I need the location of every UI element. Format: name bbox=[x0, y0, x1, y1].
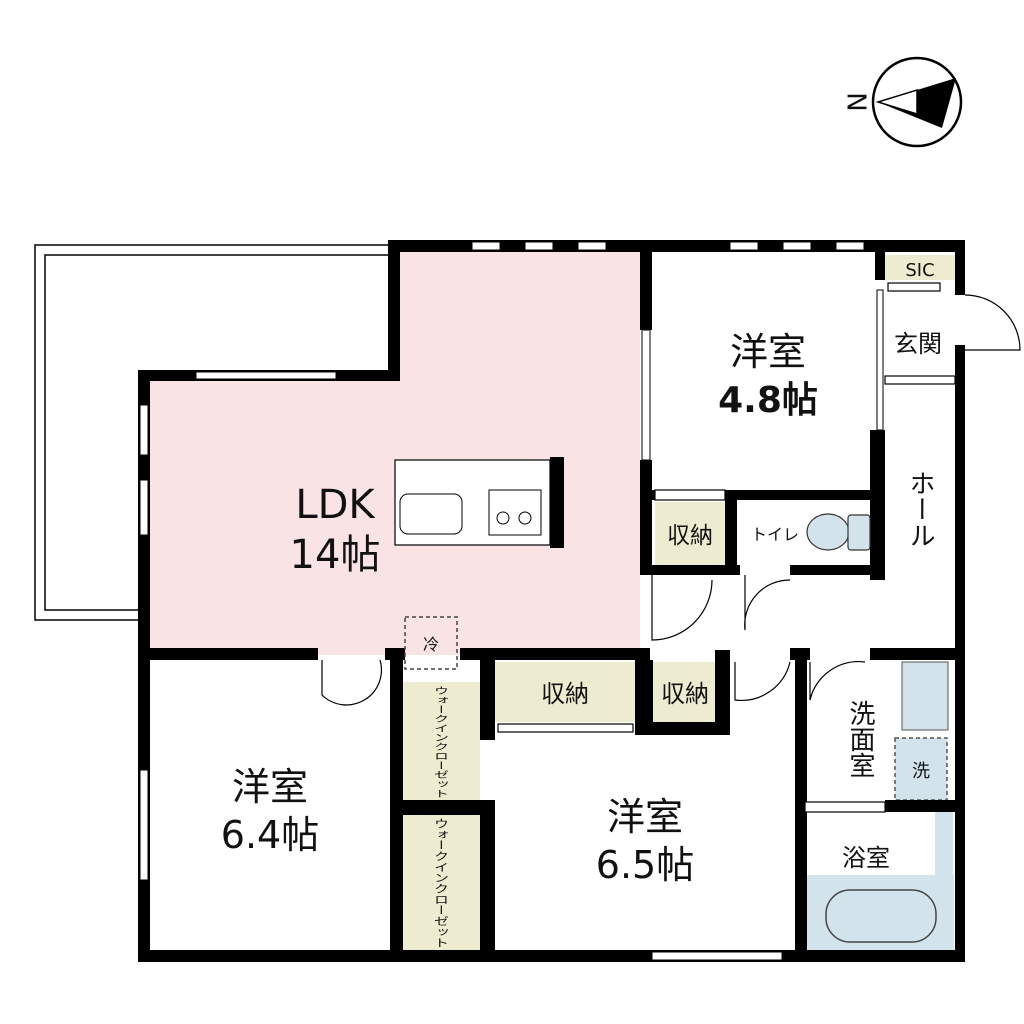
sic-fill bbox=[885, 255, 955, 280]
fridge-label: 冷 bbox=[423, 635, 439, 654]
wic-1-label: ウォークインクローゼット bbox=[432, 686, 450, 798]
washer-label: 洗 bbox=[912, 761, 930, 782]
room-s-size: 6.5帖 bbox=[596, 843, 694, 887]
bathtub-area bbox=[806, 875, 954, 951]
ldk-floor bbox=[150, 252, 640, 655]
north-arrow-icon: N bbox=[841, 56, 963, 148]
balcony bbox=[34, 244, 390, 621]
stove-icon bbox=[488, 489, 542, 536]
wic-2-fill bbox=[403, 815, 480, 950]
toilet-label: トイレ bbox=[751, 525, 799, 544]
storage-toilet-fill bbox=[655, 502, 725, 565]
vanity-sink bbox=[901, 661, 949, 731]
bathtub-icon bbox=[825, 889, 937, 943]
room-sw-size: 6.4帖 bbox=[221, 813, 319, 857]
sic-label: SIC bbox=[905, 260, 934, 281]
ldk-name: LDK bbox=[295, 482, 376, 528]
room-s-name: 洋室 bbox=[607, 795, 683, 839]
toilet-icon bbox=[806, 513, 871, 551]
storage-small-fill bbox=[653, 662, 715, 722]
storage-toilet-label: 収納 bbox=[667, 523, 713, 549]
wic-2-label: ウォークインクローゼット bbox=[432, 818, 450, 948]
windows bbox=[139, 241, 884, 961]
room-north-name: 洋室 bbox=[730, 330, 806, 374]
hall-label: ホール bbox=[905, 470, 935, 548]
room-north-size: 4.8帖 bbox=[718, 380, 818, 421]
wic-1-fill bbox=[403, 682, 480, 800]
storage-large-label: 収納 bbox=[541, 680, 589, 708]
room-sw-name: 洋室 bbox=[232, 765, 308, 809]
entrance-label: 玄関 bbox=[894, 330, 942, 358]
north-label: N bbox=[841, 92, 871, 111]
doors bbox=[321, 282, 1021, 813]
fridge-space bbox=[404, 616, 458, 670]
washroom-label: 洗面室 bbox=[845, 700, 875, 778]
ldk-size: 14帖 bbox=[290, 532, 381, 578]
sink-icon bbox=[399, 493, 463, 535]
kitchen-island bbox=[394, 457, 564, 548]
storage-large-fill bbox=[495, 662, 635, 722]
storage-small-label: 収納 bbox=[661, 680, 709, 708]
washer-space bbox=[894, 737, 948, 801]
bathroom-label: 浴室 bbox=[842, 844, 890, 872]
